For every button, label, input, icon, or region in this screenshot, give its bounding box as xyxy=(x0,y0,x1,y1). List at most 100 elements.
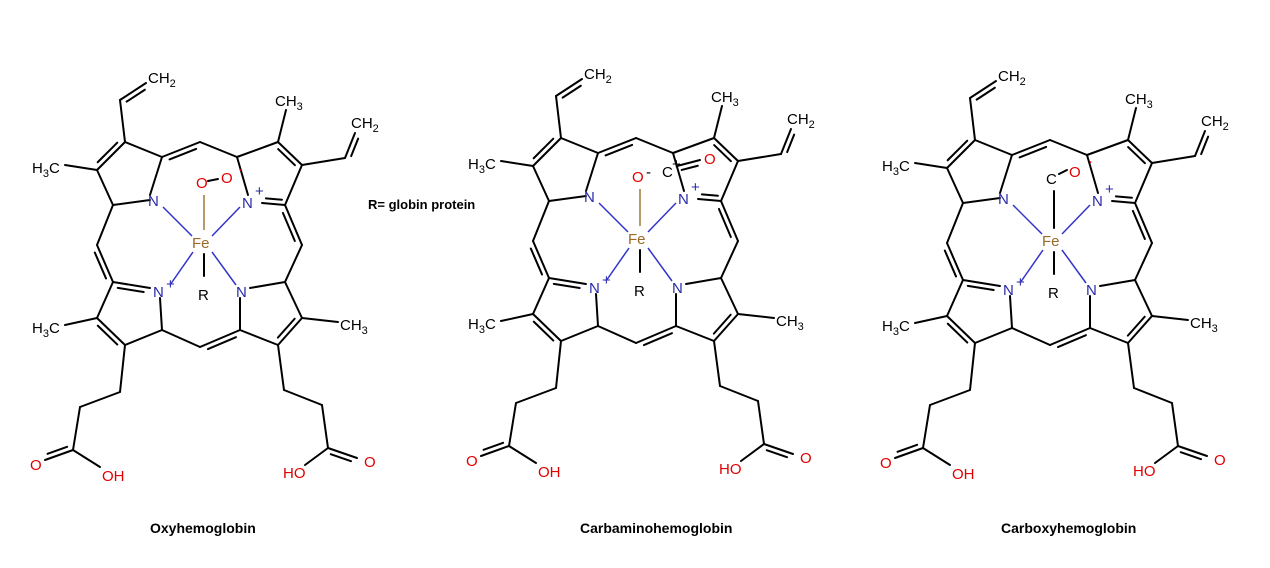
vinyl-bond xyxy=(1194,130,1206,157)
methyl-bond xyxy=(1127,107,1137,141)
caption-carboxyhemoglobin: Carboxyhemoglobin xyxy=(1001,520,1136,536)
bond xyxy=(595,293,599,327)
methyl-bond xyxy=(1151,315,1189,321)
vinyl-bond xyxy=(975,86,996,101)
vinyl-label: CH2 xyxy=(998,68,1026,88)
double-bond xyxy=(264,197,283,201)
bond xyxy=(672,152,685,192)
double-bond xyxy=(96,324,119,346)
vinyl-label: CH2 xyxy=(787,111,815,131)
double-bond xyxy=(713,137,739,162)
double-bond xyxy=(642,332,673,347)
nitrogen-label: N xyxy=(672,280,683,297)
double-bond xyxy=(199,329,241,348)
double-bond xyxy=(116,286,145,294)
vinyl-label: CH2 xyxy=(1201,113,1229,133)
double-bond xyxy=(1131,209,1146,240)
bond xyxy=(974,139,1013,156)
carbonyl-bond xyxy=(327,447,358,459)
double-bond xyxy=(112,281,151,289)
bond xyxy=(720,277,739,315)
coordination-bond xyxy=(598,202,629,233)
double-bond xyxy=(946,139,969,162)
bond xyxy=(236,141,279,158)
radical-label: · xyxy=(238,161,243,178)
chain-bond xyxy=(555,340,562,389)
double-bond xyxy=(532,313,562,342)
double-bond xyxy=(597,137,637,154)
vinyl-bond xyxy=(350,137,360,158)
bond xyxy=(946,279,964,317)
double-bond xyxy=(281,211,296,242)
double-bond xyxy=(96,317,126,346)
chain-bond xyxy=(119,344,126,393)
double-bond xyxy=(604,143,634,157)
chain-bond xyxy=(757,400,765,445)
carbonyl-bond xyxy=(46,445,69,455)
r-group-label: R xyxy=(1048,285,1059,302)
charge-label: - xyxy=(646,164,651,181)
chain-bond xyxy=(277,344,285,391)
double-bond xyxy=(277,141,303,166)
carbonyl-bond xyxy=(894,447,924,459)
methyl-label: CH3 xyxy=(1190,315,1218,335)
carbonyl-bond xyxy=(765,449,789,459)
hydroxyl-label: HO xyxy=(1133,463,1156,480)
double-bond xyxy=(96,141,126,171)
double-bond xyxy=(1056,334,1087,349)
bond xyxy=(112,199,151,206)
coordination-bond xyxy=(1061,204,1091,235)
bond xyxy=(597,325,637,344)
coordination-bond xyxy=(211,206,241,237)
vinyl-bond xyxy=(119,99,126,143)
nitrogen-label: N xyxy=(236,284,247,301)
carbonyl-bond xyxy=(44,449,74,461)
methyl-bond xyxy=(64,164,98,171)
coordination-bond xyxy=(169,251,194,286)
charge-label: + xyxy=(255,183,264,200)
bond xyxy=(96,204,114,246)
nitrogen-label: N xyxy=(678,191,689,208)
bond xyxy=(1099,279,1136,287)
bond xyxy=(720,240,739,279)
double-bond xyxy=(946,139,976,169)
coordination-bond xyxy=(211,251,237,286)
coordination-bond xyxy=(1019,249,1044,284)
oxygen-label: O xyxy=(632,169,644,186)
bond xyxy=(159,297,163,331)
double-bond xyxy=(93,251,108,280)
double-bond xyxy=(712,313,732,335)
double-bond xyxy=(552,282,581,290)
double-bond xyxy=(946,315,976,344)
carbonyl-bond xyxy=(763,443,794,455)
methyl-label: CH3 xyxy=(275,93,303,113)
bond xyxy=(1086,139,1129,156)
vinyl-bond xyxy=(969,80,997,99)
chain-bond xyxy=(1127,342,1135,389)
iron-label: Fe xyxy=(192,235,210,252)
methyl-label: H3C xyxy=(468,316,496,336)
double-bond xyxy=(1134,202,1153,244)
vinyl-label: CH2 xyxy=(584,66,612,86)
bond xyxy=(1134,162,1153,204)
bond xyxy=(532,165,550,202)
bond xyxy=(124,141,163,158)
bond xyxy=(284,164,303,206)
nitrogen-label: N xyxy=(998,191,1009,208)
hydroxyl-label: OH xyxy=(102,468,125,485)
coordination-bond xyxy=(1061,249,1087,284)
bond xyxy=(199,141,238,158)
bond xyxy=(284,244,303,283)
bond xyxy=(96,281,114,319)
oxygen-label: O xyxy=(800,450,812,467)
bond xyxy=(1089,327,1129,344)
double-bond xyxy=(96,141,119,164)
carbonyl-bond xyxy=(1179,451,1203,461)
double-bond xyxy=(1126,315,1146,337)
nitrogen-label: N xyxy=(1003,282,1014,299)
vinyl-bond xyxy=(555,78,583,97)
double-bond xyxy=(548,277,587,285)
double-bond xyxy=(1111,200,1136,204)
methyl-label: CH3 xyxy=(1125,91,1153,111)
